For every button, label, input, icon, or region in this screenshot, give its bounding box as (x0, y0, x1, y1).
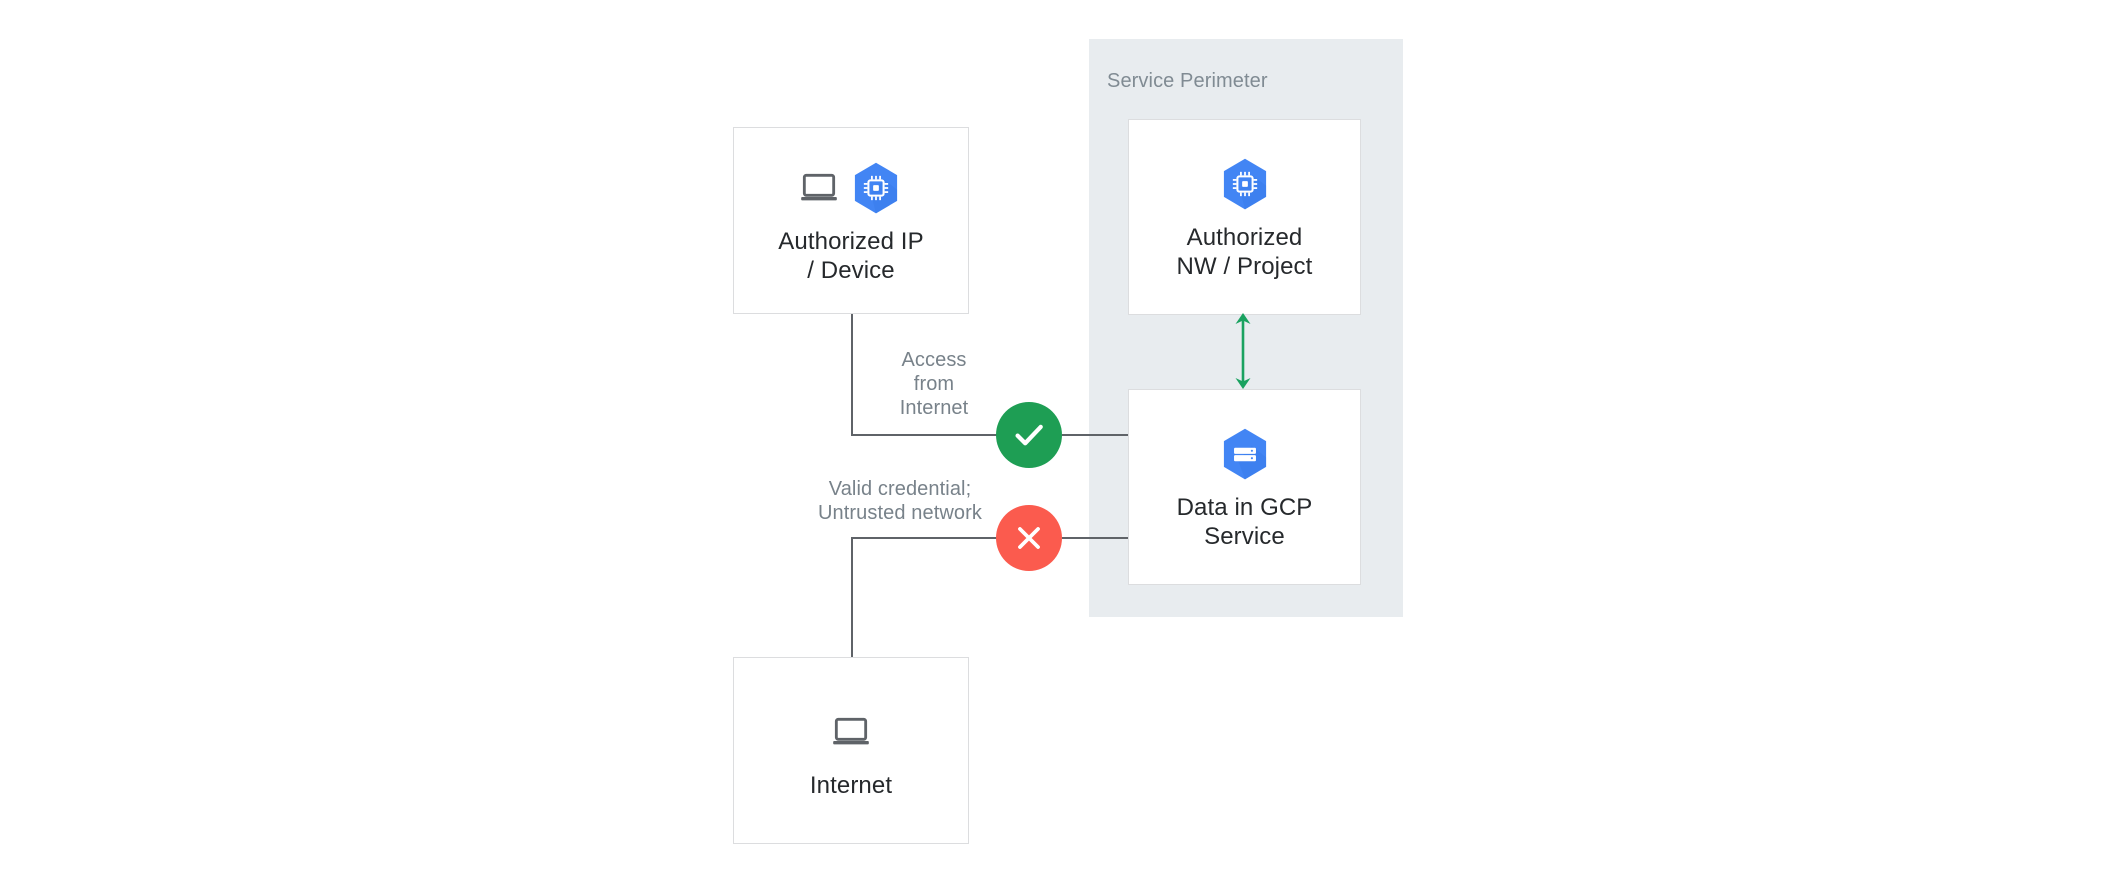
connector-internet-horizontal (851, 537, 1033, 539)
connector-authorized-ip-horizontal (851, 434, 1033, 436)
check-icon (1010, 416, 1048, 454)
edge-label-access-from-internet: Access from Internet (899, 349, 969, 419)
close-x-icon (1012, 521, 1046, 555)
node-icon-group (1218, 153, 1272, 215)
connector-internet-vertical (851, 537, 853, 658)
node-label: Authorized NW / Project (1176, 224, 1313, 280)
node-label: Internet (809, 772, 893, 799)
node-icon-group (831, 701, 871, 763)
laptop-icon (831, 712, 871, 752)
node-icon-group (1218, 423, 1272, 485)
gcp-compute-chip-hexagon-icon (1218, 157, 1272, 211)
gcp-storage-database-hexagon-icon (1218, 427, 1272, 481)
connector-allow-to-data (1062, 434, 1132, 436)
gcp-compute-chip-hexagon-icon (849, 161, 903, 215)
status-badge-allow[interactable] (996, 402, 1062, 468)
node-label: Authorized IP / Device (778, 227, 924, 284)
node-authorized-nw-project[interactable]: Authorized NW / Project (1128, 119, 1361, 315)
status-badge-deny[interactable] (996, 505, 1062, 571)
edge-label-valid-credential-untrusted-network: Valid credential; Untrusted network (818, 478, 982, 524)
connector-authorized-ip-vertical (851, 313, 853, 436)
node-data-in-gcp-service[interactable]: Data in GCP Service (1128, 389, 1361, 585)
node-label: Data in GCP Service (1176, 494, 1313, 550)
node-icon-group (799, 157, 903, 219)
service-perimeter-label: Service Perimeter (1107, 70, 1268, 92)
bidirectional-arrow-icon (1228, 311, 1258, 391)
node-internet[interactable]: Internet (733, 657, 969, 844)
laptop-icon (799, 168, 839, 208)
node-authorized-ip-device[interactable]: Authorized IP / Device (733, 127, 969, 314)
connector-deny-to-data (1062, 537, 1132, 539)
